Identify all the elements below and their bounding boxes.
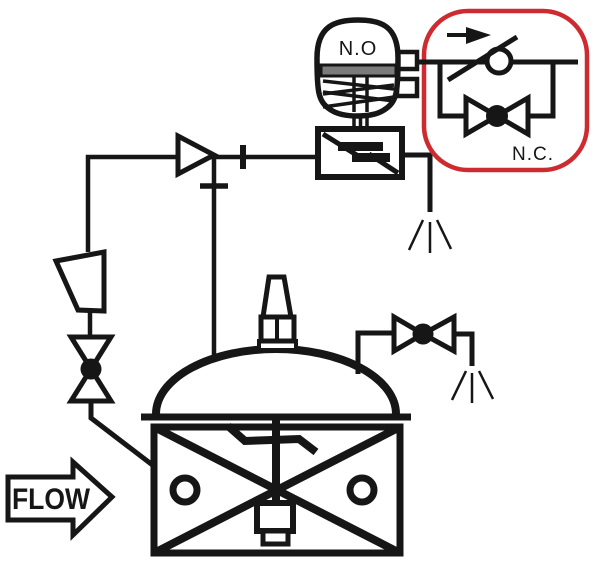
flow-arrow: FLOW xyxy=(5,456,116,541)
swing-check-icon xyxy=(446,27,519,83)
bypass-valve-icon xyxy=(463,93,531,139)
valve-ball xyxy=(486,105,508,127)
drain-outlet-pipe xyxy=(454,331,475,366)
drain-valve-icon xyxy=(355,312,495,403)
dome-nozzle-icon xyxy=(257,274,298,352)
valve-ball xyxy=(80,358,102,380)
highlight-ring xyxy=(421,8,590,173)
valve-right-triangle xyxy=(492,93,531,139)
pilot-flag-lower xyxy=(367,151,400,176)
port-circle-right xyxy=(346,474,378,506)
flow-label: FLOW xyxy=(12,483,91,516)
valve-left-triangle xyxy=(391,312,428,356)
bypass-loop-right xyxy=(528,62,556,119)
drain-inlet-pipe xyxy=(355,330,394,374)
pilot-plug xyxy=(338,142,383,151)
pilot-valve-body xyxy=(315,126,405,180)
bypass-loop-left xyxy=(437,62,466,119)
check-arm xyxy=(446,34,519,83)
valve-left-triangle xyxy=(463,93,502,139)
bottom-outlet-flange xyxy=(260,528,291,547)
valve-ball xyxy=(412,323,434,345)
pilot-exhaust xyxy=(402,152,453,253)
pilot-actuator: N.O xyxy=(314,17,420,129)
bottom-outlet xyxy=(254,500,296,534)
bypass-label: N.C. xyxy=(512,144,554,165)
main-valve xyxy=(141,274,411,557)
check-valve-icon xyxy=(175,131,220,179)
port-circle-left xyxy=(169,474,201,506)
pilot-supply-line xyxy=(85,131,318,358)
isolation-valve-icon xyxy=(66,334,178,485)
spray-nozzle-icon xyxy=(407,219,453,253)
filter-funnel-icon xyxy=(52,248,107,339)
valve-outlet-pipe xyxy=(88,401,178,485)
supply-pipe xyxy=(85,154,318,252)
actuator-label: N.O xyxy=(339,38,378,60)
valve-top-triangle xyxy=(66,334,116,374)
exhaust-pipe xyxy=(402,152,433,212)
actuator-diaphragm xyxy=(319,63,398,78)
flow-arrow-outline xyxy=(5,456,116,541)
valve-lever xyxy=(225,423,319,456)
flow-direction-arrow-icon xyxy=(466,27,491,44)
actuator-spring xyxy=(322,79,395,109)
nozzle-stem xyxy=(260,274,294,320)
spray-nozzle-icon xyxy=(450,370,495,403)
bypass-group: N.C. xyxy=(417,8,590,173)
funnel-body xyxy=(52,248,107,314)
